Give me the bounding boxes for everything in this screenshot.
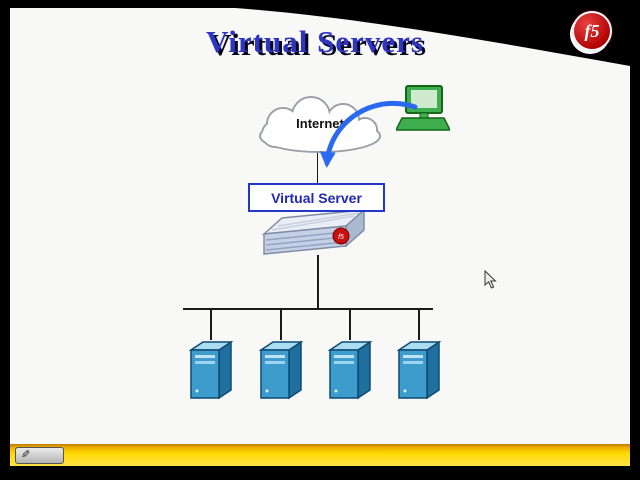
top-swoosh-shape <box>235 8 630 66</box>
pen-tool-button[interactable]: ✎ <box>15 447 64 464</box>
f5-logo-text: f5 <box>584 21 600 41</box>
slide-title: Virtual Servers <box>206 24 424 59</box>
bottom-toolbar: ✎ <box>10 444 630 466</box>
f5-ball-icon: f5 <box>332 227 350 245</box>
cloud-to-vs-connector <box>317 150 318 191</box>
server-tower-icon <box>397 340 441 400</box>
internet-label: Internet <box>296 116 344 131</box>
internet-cloud-icon <box>259 96 381 153</box>
f5-logo: f5 <box>572 11 612 51</box>
vs-to-bus-connector <box>317 255 319 310</box>
server-tower-icon <box>189 340 233 400</box>
server-drop-line <box>210 308 212 340</box>
server-drop-line <box>349 308 351 340</box>
mouse-cursor-icon <box>484 270 497 289</box>
bigip-appliance-icon: f5 <box>261 208 367 255</box>
presentation-slide: Virtual Servers f5 Int <box>10 8 630 466</box>
server-tower-icon <box>328 340 372 400</box>
virtual-server-label: Virtual Server <box>271 189 362 206</box>
virtual-server-box: Virtual Server <box>248 183 385 212</box>
pen-icon: ✎ <box>21 449 31 461</box>
server-drop-line <box>280 308 282 340</box>
server-drop-line <box>418 308 420 340</box>
request-arrow-icon <box>319 100 418 168</box>
server-tower-icon <box>259 340 303 400</box>
f5-ball-label: f5 <box>338 234 344 241</box>
network-bus-line <box>183 308 433 310</box>
